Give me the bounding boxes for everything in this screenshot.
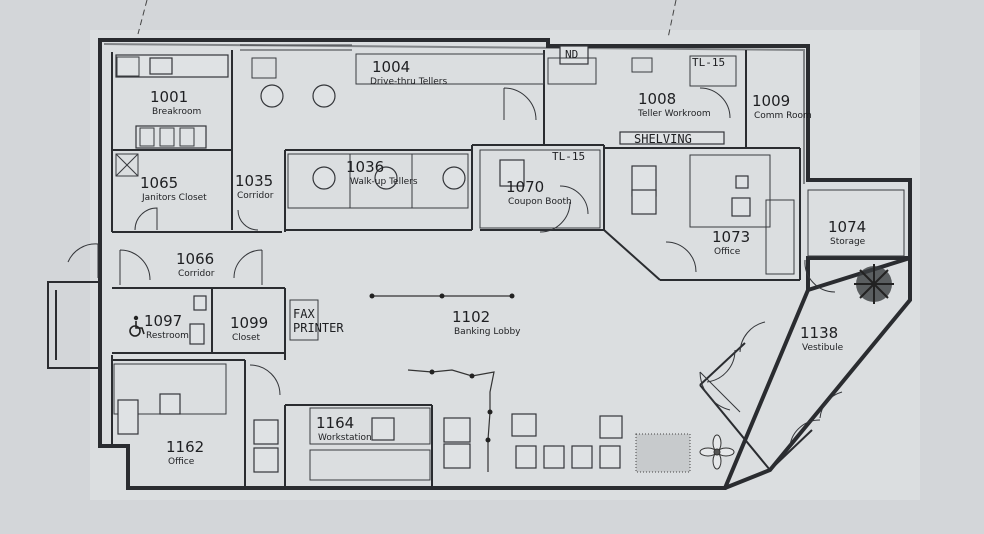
tl15-workroom-label: TL-15 [692, 56, 725, 69]
room-number: 1008 [638, 90, 676, 108]
room-number: 1070 [506, 178, 544, 196]
room-1070: 1070 Coupon Booth [506, 178, 572, 207]
room-number: 1099 [230, 314, 268, 332]
room-1035: 1035 Corridor [235, 172, 274, 201]
room-name: Comm Room [754, 111, 812, 121]
tl15-coupon-label: TL-15 [552, 150, 585, 163]
room-name: Coupon Booth [508, 197, 572, 207]
room-number: 1138 [800, 324, 838, 342]
room-1008: 1008 Teller Workroom [637, 90, 711, 119]
room-number: 1102 [452, 308, 490, 326]
room-number: 1066 [176, 250, 214, 268]
room-1138: 1138 Vestibule [800, 324, 844, 353]
furniture [113, 45, 905, 481]
room-name: Workstation [318, 433, 372, 443]
room-name: Restroom [146, 331, 189, 341]
room-number: 1164 [316, 414, 354, 432]
room-1036: 1036 Walk-up Tellers [346, 158, 418, 187]
door-swings [67, 87, 843, 446]
nd-label: ND [565, 48, 578, 61]
room-number: 1036 [346, 158, 384, 176]
paper-highlight [90, 30, 920, 500]
shelving-label: SHELVING [634, 132, 692, 146]
room-1001: 1001 Breakroom [150, 88, 201, 117]
room-number: 1001 [150, 88, 188, 106]
room-name: Breakroom [152, 107, 201, 117]
room-1004: 1004 Drive-thru Tellers [370, 58, 447, 87]
room-number: 1004 [372, 58, 410, 76]
room-number: 1074 [828, 218, 866, 236]
printer-label: PRINTER [293, 321, 344, 335]
room-number: 1035 [235, 172, 273, 190]
room-1164: 1164 Workstation [316, 414, 372, 443]
room-name: Vestibule [802, 343, 844, 353]
accessible-icon [129, 315, 145, 337]
flower-icon [699, 434, 735, 470]
room-1162: 1162 Office [166, 438, 204, 467]
room-name: Walk-up Tellers [350, 177, 418, 187]
room-name: Teller Workroom [637, 109, 711, 119]
room-1074: 1074 Storage [828, 218, 866, 247]
room-1009: 1009 Comm Room [752, 92, 812, 121]
room-1065: 1065 Janitors Closet [140, 174, 207, 203]
room-name: Storage [830, 237, 866, 247]
room-1066: 1066 Corridor [176, 250, 215, 279]
room-name: Office [714, 247, 741, 257]
room-name: Corridor [237, 191, 274, 201]
room-name: Closet [232, 333, 261, 343]
fax-label: FAX [293, 307, 315, 321]
room-name: Janitors Closet [141, 193, 207, 203]
room-number: 1073 [712, 228, 750, 246]
plant-icon [854, 264, 894, 304]
room-1073: 1073 Office [712, 228, 750, 257]
room-number: 1065 [140, 174, 178, 192]
room-name: Corridor [178, 269, 215, 279]
room-number: 1162 [166, 438, 204, 456]
room-name: Office [168, 457, 195, 467]
room-name: Banking Lobby [454, 327, 521, 337]
room-number: 1009 [752, 92, 790, 110]
room-name: Drive-thru Tellers [370, 77, 447, 87]
room-1102: 1102 Banking Lobby [452, 308, 521, 337]
site-lines [137, 0, 677, 39]
room-1099: 1099 Closet [230, 314, 268, 343]
room-1097: 1097 Restroom [144, 312, 189, 341]
room-number: 1097 [144, 312, 182, 330]
